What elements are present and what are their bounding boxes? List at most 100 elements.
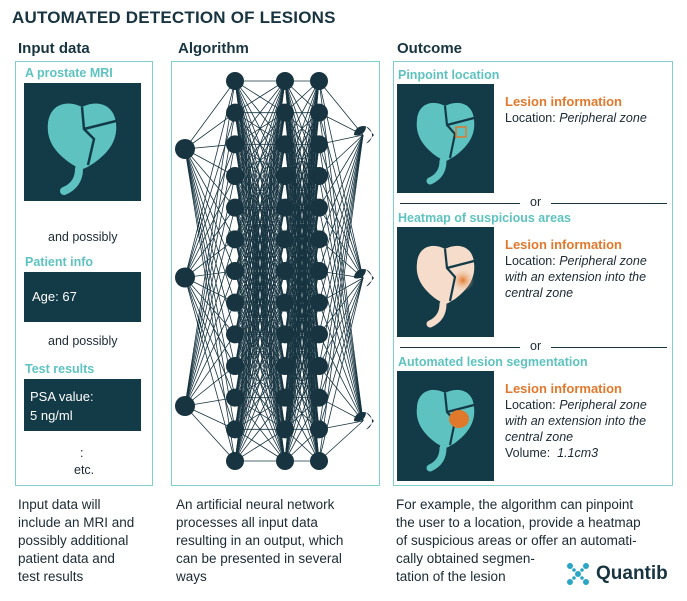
nn-hidden-node: [226, 103, 244, 122]
algorithm-desc-line: can be presented in several: [176, 551, 342, 566]
nn-edge: [234, 397, 286, 462]
location-prefix: Location:: [505, 254, 556, 268]
input-desc-line: patient data and: [18, 551, 115, 566]
mri-label: A prostate MRI: [25, 66, 113, 80]
nn-hidden-node: [276, 420, 294, 439]
heatmap-location-line-1: Peripheral zone: [559, 254, 647, 268]
patient-info-card: Age: 67: [24, 272, 141, 322]
nn-hidden-node: [310, 135, 328, 154]
test-results-label: Test results: [25, 362, 95, 376]
nn-edge: [234, 334, 286, 462]
nn-hidden-node: [276, 103, 294, 122]
heatmap-location-line-2: with an extension into the: [505, 270, 647, 284]
nn-hidden-node: [226, 420, 244, 439]
algorithm-desc-line: resulting in an output, which: [176, 533, 344, 548]
prostate-pinpoint-icon: [416, 102, 475, 185]
pinpoint-location-text: Location: Peripheral zone: [505, 110, 647, 126]
segmentation-location-text: Location: Peripheral zone with an extens…: [505, 397, 670, 461]
nn-edge: [318, 80, 364, 136]
nn-hidden-node: [310, 420, 328, 439]
nn-hidden-node: [310, 72, 328, 90]
nn-edge: [284, 80, 320, 367]
or-text-2: or: [530, 339, 542, 353]
nn-edge: [234, 239, 286, 462]
nn-edge: [234, 80, 286, 145]
nn-hidden-node: [310, 293, 328, 312]
nn-edge: [318, 239, 364, 279]
neural-network-diagram: [175, 72, 374, 470]
nn-edge: [184, 144, 236, 278]
input-desc-line: Input data will: [18, 497, 101, 512]
nn-edge: [234, 302, 286, 462]
psa-value: 5 ng/ml: [30, 408, 73, 423]
heatmap-location-text: Location: Peripheral zone with an extens…: [505, 253, 670, 301]
nn-hidden-node: [226, 198, 244, 217]
nn-output-node: [354, 412, 374, 430]
nn-output-node: [354, 126, 374, 144]
nn-edge: [234, 80, 286, 335]
nn-edge: [318, 302, 364, 422]
nn-edge: [234, 80, 286, 303]
input-panel: [15, 61, 153, 486]
or-divider-right-2: [551, 347, 667, 348]
ellipsis: :: [80, 446, 84, 460]
nn-hidden-node: [226, 262, 244, 280]
patient-info-label: Patient info: [25, 255, 94, 269]
nn-edge: [234, 144, 286, 462]
or-divider-left-1: [400, 203, 520, 204]
nn-edge: [184, 175, 236, 407]
nn-hidden-node: [310, 388, 328, 407]
nn-input-node: [175, 139, 195, 159]
nn-edge: [318, 134, 364, 430]
volume-value: 1.1cm3: [557, 446, 599, 460]
nn-edge: [184, 175, 236, 278]
nn-edge: [318, 334, 364, 422]
nn-edge: [318, 144, 364, 279]
nn-edge: [234, 80, 286, 367]
nn-edge: [234, 80, 286, 114]
algorithm-desc-line: processes all input data: [176, 515, 318, 530]
nn-hidden-node: [310, 198, 328, 217]
nn-hidden-node: [276, 388, 294, 407]
or-divider-left-2: [400, 347, 520, 348]
nn-hidden-node: [276, 262, 294, 280]
nn-edge: [318, 134, 364, 367]
nn-hidden-node: [276, 325, 294, 344]
age-text: Age: 67: [32, 289, 77, 304]
and-possibly-text-1: and possibly: [48, 230, 118, 244]
nn-hidden-node: [310, 325, 328, 344]
nn-edge: [234, 428, 286, 462]
nn-edge: [234, 80, 286, 240]
segmentation-label: Automated lesion segmentation: [398, 355, 588, 369]
nn-hidden-node: [276, 198, 294, 217]
nn-edge: [284, 80, 320, 398]
outcome-description: For example, the algorithm can pinpoint …: [396, 496, 681, 586]
nn-edge: [234, 112, 286, 462]
nn-edge: [284, 334, 320, 462]
input-description: Input data will include an MRI and possi…: [18, 496, 158, 586]
nn-edge: [284, 80, 320, 335]
nn-edge: [284, 365, 320, 462]
nn-hidden-node: [310, 452, 328, 470]
nn-edge: [184, 334, 236, 407]
nn-input-node: [175, 267, 195, 288]
nn-edge: [234, 80, 286, 398]
nn-edge: [184, 148, 236, 303]
nn-edge: [184, 148, 236, 462]
nn-hidden-node: [276, 452, 294, 470]
location-prefix: Location:: [505, 111, 556, 125]
outcome-column-header: Outcome: [397, 40, 463, 57]
nn-edge: [284, 144, 320, 462]
nn-hidden-node: [276, 293, 294, 312]
nn-edge: [318, 134, 364, 177]
nn-edge: [318, 277, 364, 367]
nn-hidden-node: [226, 72, 244, 90]
nn-hidden-node: [276, 357, 294, 375]
quantib-logo-text: Quantib: [596, 563, 668, 584]
page-title: AUTOMATED DETECTION OF LESIONS: [12, 8, 336, 27]
input-column-header: Input data: [18, 40, 90, 57]
pinpoint-lesion-info-title: Lesion information: [505, 94, 622, 109]
nn-hidden-node: [226, 167, 244, 185]
input-desc-line: possibly additional: [18, 533, 129, 548]
nn-edge: [284, 397, 320, 462]
